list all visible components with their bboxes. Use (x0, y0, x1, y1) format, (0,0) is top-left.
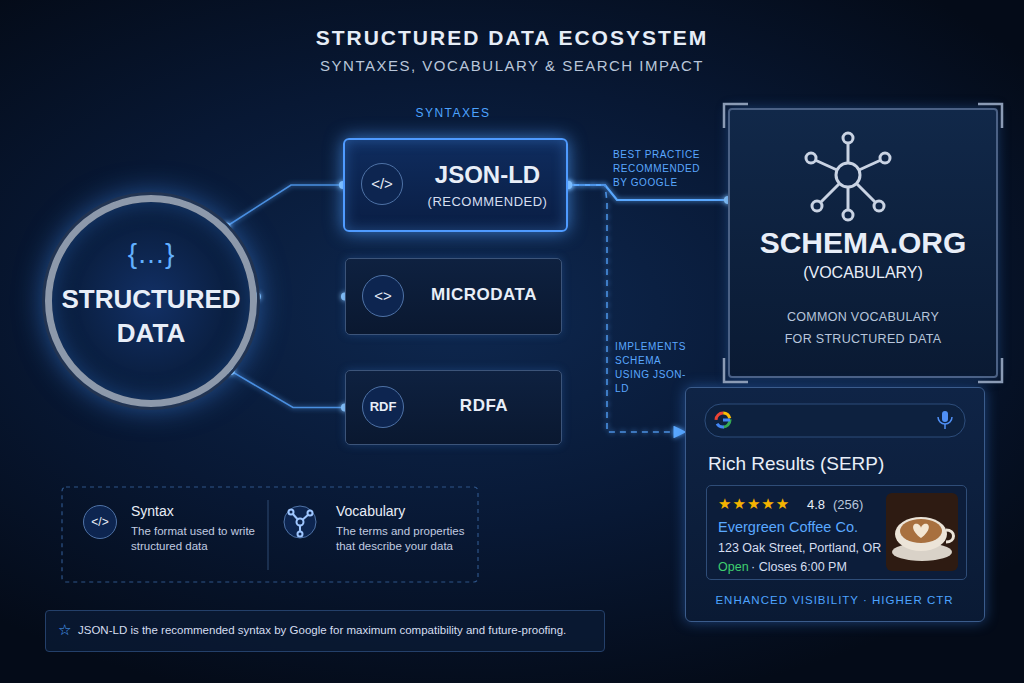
vocabulary-icon (284, 506, 316, 538)
connector-line (257, 296, 345, 298)
icon-badge: </> (361, 163, 403, 205)
syntax-box: <> MICRODATA (345, 258, 562, 335)
legend-item: </> SyntaxThe format used to write struct… (75, 497, 265, 569)
icon-badge: RDF (362, 386, 404, 428)
panel-title: Rich Results (SERP) (708, 453, 884, 475)
closing-time: · Closes 6:00 PM (751, 560, 847, 574)
edge-label: IMPLEMENTS SCHEMA USING JSON-LD (615, 340, 697, 396)
icon-text: {…} (52, 238, 250, 270)
section-label: SYNTAXES (380, 106, 526, 120)
node-title: SCHEMA.ORG (730, 226, 996, 260)
legend-heading: Vocabulary (336, 503, 405, 519)
icon-badge: </> (83, 505, 117, 539)
node-title: RDFA (414, 396, 554, 416)
icon-badge: <> (362, 275, 404, 317)
legend-body: The terms and properties that describe y… (336, 524, 471, 554)
node-subtitle: (VOCABULARY) (730, 264, 996, 282)
node-title: STRUCTURED DATA (56, 282, 246, 350)
note-icon: ☆ (58, 621, 71, 639)
legend-frame (62, 487, 478, 582)
dashed-arrow (568, 185, 685, 432)
panel-footer: ENHANCED VISIBILITY · HIGHER CTR (686, 594, 983, 606)
subtitle: SYNTAXES, VOCABULARY & SEARCH IMPACT (0, 57, 1024, 74)
serp-panel: Rich Results (SERP) ENHANCED VISIBILITY ·… (685, 387, 985, 622)
syntax-box: RDF RDFA (345, 370, 562, 445)
node-body: COMMON VOCABULARY FOR STRUCTURED DATA (775, 306, 951, 350)
connector-line (226, 185, 343, 227)
rating-stars: ★★★★★ (718, 495, 790, 513)
connector-line (231, 371, 345, 408)
legend-body: The format used to write structured data (131, 524, 263, 554)
root-circle: {…} STRUCTURED DATA (45, 195, 257, 407)
vocabulary-box: SCHEMA.ORG (VOCABULARY) COMMON VOCABULARY … (728, 108, 998, 378)
rating-count: (256) (833, 497, 863, 512)
corner-brackets (724, 104, 1002, 382)
note-box: ☆ JSON-LD is the recommended syntax by Go… (45, 610, 605, 652)
business-address: 123 Oak Street, Portland, OR (718, 541, 881, 555)
node-subtitle: (RECOMMENDED) (415, 194, 560, 209)
edge-label: BEST PRACTICE RECOMMENDED BY GOOGLE (613, 148, 705, 190)
result-card: ★★★★★ 4.8 (256) Evergreen Coffee Co. 123 Oak… (706, 485, 967, 580)
legend-heading: Syntax (131, 503, 174, 519)
legend-item: VocabularyThe terms and properties that … (278, 497, 473, 569)
note-text: JSON-LD is the recommended syntax by Goo… (78, 624, 566, 636)
legend-divider (268, 500, 269, 570)
syntax-box: </> JSON-LD (RECOMMENDED) (343, 138, 568, 232)
rating-value: 4.8 (807, 497, 825, 512)
business-name: Evergreen Coffee Co. (718, 519, 858, 535)
node-title: JSON-LD (415, 161, 560, 189)
open-status: Open (718, 560, 749, 574)
node-title: MICRODATA (414, 285, 554, 305)
diagram-title: STRUCTURED DATA ECOSYSTEM (0, 26, 1024, 50)
